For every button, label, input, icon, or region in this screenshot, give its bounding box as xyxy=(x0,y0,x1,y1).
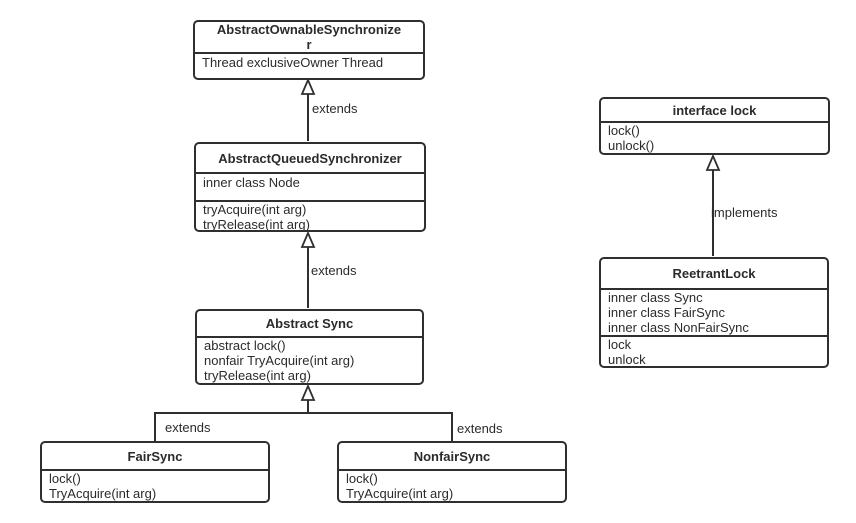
arrowhead-implements-reetrantlock-to-lock xyxy=(705,153,721,171)
edge-label-extends-sync-to-aqs: extends xyxy=(311,263,357,278)
arrowhead-extends-aqs-to-aos xyxy=(300,77,316,95)
class-box-abstract-queued-synchronizer[interactable]: AbstractQueuedSynchronizer inner class N… xyxy=(194,142,426,232)
class-compartment-methods: abstract lock() nonfair TryAcquire(int a… xyxy=(197,336,422,383)
class-title: FairSync xyxy=(42,443,268,469)
class-title: AbstractOwnableSynchronizer xyxy=(195,22,423,52)
member-row: lock() xyxy=(346,471,378,486)
member-row: lock() xyxy=(608,123,640,138)
class-compartment-methods: lock() TryAcquire(int arg) xyxy=(339,469,565,501)
class-title: ReetrantLock xyxy=(601,259,827,288)
edge-label-extends-aqs-to-aos: extends xyxy=(312,101,358,116)
class-title-text: ReetrantLock xyxy=(672,266,756,281)
class-title: Abstract Sync xyxy=(197,311,422,336)
member-row: unlock xyxy=(608,352,646,366)
edge-label-extends-fairsync: extends xyxy=(165,420,211,435)
arrowhead-extends-junction-to-sync xyxy=(300,383,316,401)
member-row: TryAcquire(int arg) xyxy=(49,486,157,501)
member-row: Thread exclusiveOwner Thread xyxy=(202,55,384,70)
member-row: tryAcquire(int arg) xyxy=(203,202,307,217)
class-box-reetrant-lock[interactable]: ReetrantLock inner class Sync inner clas… xyxy=(599,257,829,368)
class-compartment-fields: inner class Sync inner class FairSync in… xyxy=(601,288,827,335)
member-row: abstract lock() xyxy=(204,338,286,353)
class-title-text: NonfairSync xyxy=(413,448,491,464)
class-box-abstract-ownable-synchronizer[interactable]: AbstractOwnableSynchronizer Thread exclu… xyxy=(193,20,425,80)
member-row: TryAcquire(int arg) xyxy=(346,486,454,501)
class-title-text: FairSync xyxy=(127,448,183,464)
edge-label-implements-reetrantlock: implements xyxy=(711,205,778,220)
class-title: interface lock xyxy=(601,99,828,121)
member-row: lock() xyxy=(49,471,81,486)
class-box-abstract-sync[interactable]: Abstract Sync abstract lock() nonfair Tr… xyxy=(195,309,424,385)
member-row: tryRelease(int arg) xyxy=(204,368,311,383)
class-compartment-fields: Thread exclusiveOwner Thread xyxy=(195,52,423,78)
class-compartment-methods: lock unlock xyxy=(601,335,827,366)
edge-label-extends-nonfairsync: extends xyxy=(457,421,503,436)
member-row: inner class Sync xyxy=(608,290,703,305)
class-compartment-fields: inner class Node xyxy=(196,172,424,200)
class-title: AbstractQueuedSynchronizer xyxy=(196,144,424,172)
member-row: inner class FairSync xyxy=(608,305,726,320)
class-box-fair-sync[interactable]: FairSync lock() TryAcquire(int arg) xyxy=(40,441,270,503)
class-compartment-methods: tryAcquire(int arg) tryRelease(int arg) xyxy=(196,200,424,230)
class-title: NonfairSync xyxy=(339,443,565,469)
member-row: nonfair TryAcquire(int arg) xyxy=(204,353,355,368)
class-compartment-methods: lock() unlock() xyxy=(601,121,828,153)
class-title-text: AbstractOwnableSynchronizer xyxy=(216,22,402,52)
member-row: inner class Node xyxy=(203,175,300,190)
arrowhead-extends-sync-to-aqs xyxy=(300,230,316,248)
class-compartment-methods: lock() TryAcquire(int arg) xyxy=(42,469,268,501)
member-row: inner class NonFairSync xyxy=(608,320,749,335)
class-box-nonfair-sync[interactable]: NonfairSync lock() TryAcquire(int arg) xyxy=(337,441,567,503)
member-row: lock xyxy=(608,337,632,352)
class-title-text: interface lock xyxy=(672,102,757,118)
member-row: unlock() xyxy=(608,138,655,153)
member-row: tryRelease(int arg) xyxy=(203,217,310,230)
class-box-interface-lock[interactable]: interface lock lock() unlock() xyxy=(599,97,830,155)
class-title-text: Abstract Sync xyxy=(265,316,354,331)
class-title-text: AbstractQueuedSynchronizer xyxy=(218,150,402,166)
